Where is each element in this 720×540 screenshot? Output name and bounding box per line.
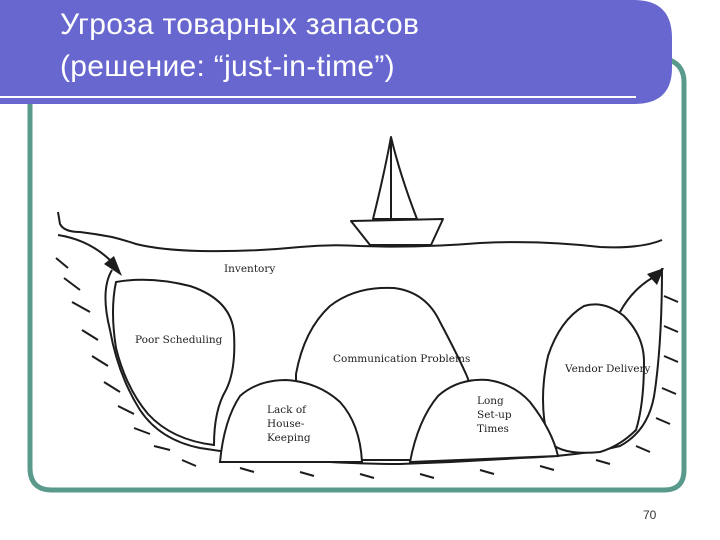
- label-lack-line-3: Keeping: [267, 432, 311, 444]
- label-long-line-3: Times: [477, 423, 509, 435]
- label-poor-scheduling: Poor Scheduling: [135, 334, 223, 346]
- page-number: 70: [643, 508, 657, 522]
- boat-icon: [350, 136, 444, 246]
- rock-vendor-delivery: [542, 303, 646, 454]
- rock-poor-scheduling: [112, 278, 236, 447]
- bank-hatching: [55, 257, 679, 479]
- label-inventory: Inventory: [224, 263, 276, 275]
- flow-arrow-left: [57, 234, 122, 276]
- slide-title-line-1: Угроза товарных запасов: [60, 8, 420, 41]
- label-lack-line-1: Lack of: [267, 404, 307, 416]
- title-bar: [0, 0, 672, 104]
- water-surface: [57, 211, 663, 253]
- label-vendor-delivery: Vendor Delivery: [565, 363, 651, 375]
- river-bed: [104, 267, 663, 466]
- label-long-line-1: Long: [477, 395, 504, 407]
- rock-long-setup-times: [408, 378, 560, 464]
- slide-title-line-2: (решение: “just-in-time”): [60, 50, 395, 83]
- label-lack-of-housekeeping: Lack of House- Keeping: [267, 403, 311, 445]
- content-frame: [27, 57, 687, 493]
- label-long-line-2: Set-up: [477, 409, 512, 421]
- label-long-setup-times: Long Set-up Times: [477, 394, 512, 436]
- flow-arrow-right: [619, 268, 664, 313]
- rock-lack-of-housekeeping: [218, 378, 364, 463]
- label-lack-line-2: House-: [267, 418, 305, 430]
- label-communication-problems: Communication Problems: [333, 353, 471, 365]
